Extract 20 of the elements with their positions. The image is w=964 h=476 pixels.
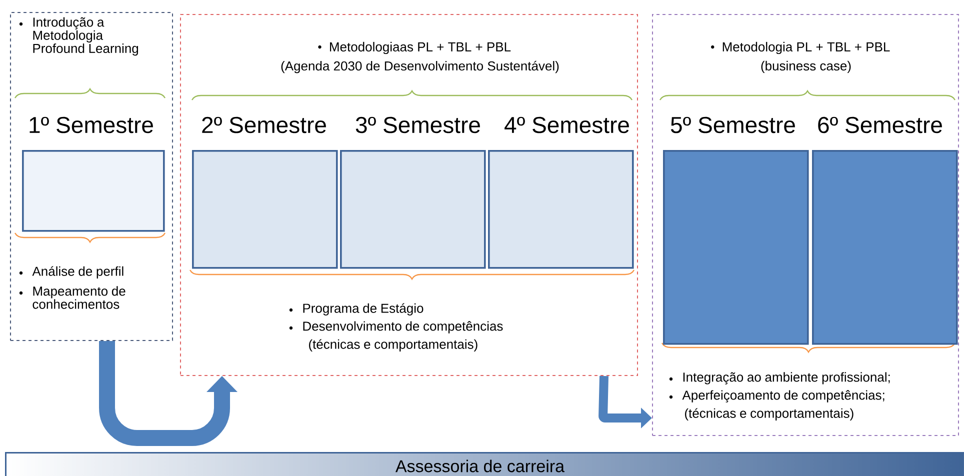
- bullet-item: Metodologiaas PL + TBL + PBL: [318, 42, 511, 54]
- bullet-item: Introdução a Metodologia Profound Learning: [19, 17, 138, 56]
- semester-heading: 5º Semestre: [670, 116, 795, 134]
- semester-heading: 1º Semestre: [30, 116, 153, 134]
- bullet-item: Integração ao ambiente profissional;: [669, 372, 890, 384]
- bullet-item: Análise de perfil: [19, 266, 124, 278]
- bullet-item: Mapeamento de conhecimentos: [19, 286, 126, 309]
- text-line: (Agenda 2030 de Desenvolvimento Sustentável): [281, 60, 559, 74]
- bullet-item: Aperfeiçoamento de competências;: [669, 390, 884, 402]
- semester-heading: 4º Semestre: [504, 116, 629, 134]
- semester-heading: 6º Semestre: [818, 116, 942, 134]
- text-line: (técnicas e comportamentais): [685, 408, 854, 420]
- text-line: (business case): [761, 60, 851, 74]
- banner-bar: Assessoria de carreira: [5, 452, 964, 476]
- text-line: (técnicas e comportamentais): [309, 339, 478, 352]
- bullet-item: Metodologia PL + TBL + PBL: [711, 42, 890, 54]
- bullet-item: Programa de Estágio: [289, 303, 424, 316]
- bullet-item: Desenvolvimento de competências: [289, 321, 503, 334]
- semester-heading: 3º Semestre: [356, 116, 480, 134]
- semester-heading: 2º Semestre: [202, 116, 326, 134]
